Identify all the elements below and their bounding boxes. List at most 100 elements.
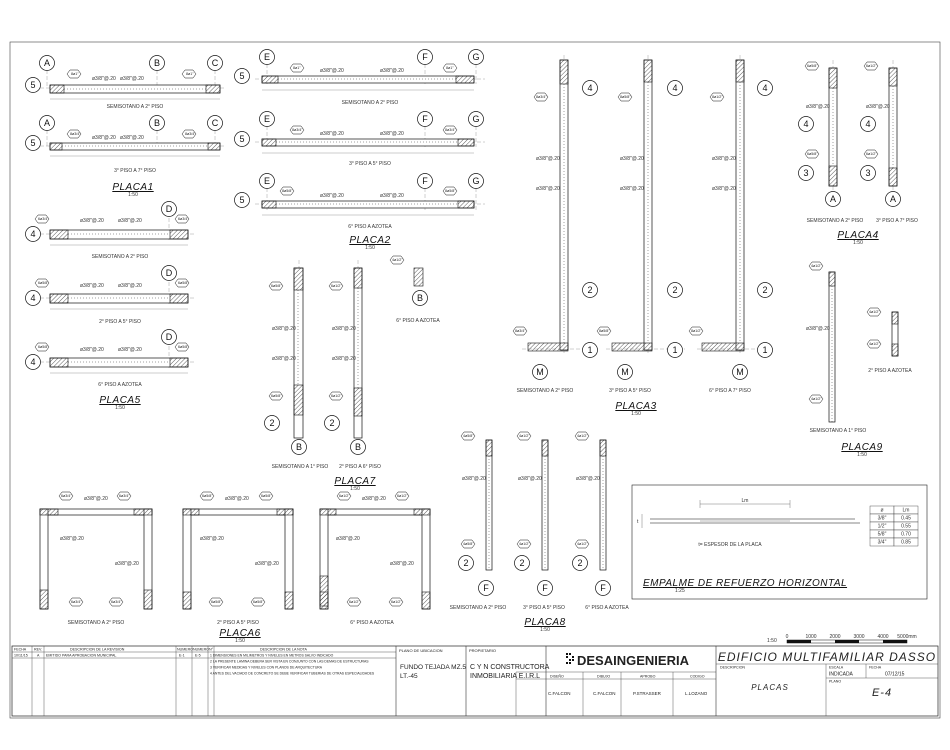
svg-text:6ø1/2": 6ø1/2" xyxy=(866,64,877,68)
svg-text:ø3/8"@.20: ø3/8"@.20 xyxy=(320,193,344,199)
svg-text:ø3/8"@.20: ø3/8"@.20 xyxy=(462,476,486,482)
placa1-view2-caption: 3° PISO A 7° PISO xyxy=(114,168,156,174)
placa7-view3-caption: 6° PISO A AZOTEA xyxy=(396,318,440,324)
placa5-view2: 6ø5/8" 6ø5/8" ø3/8"@.20 ø3/8"@.20 4 D 2°… xyxy=(25,265,195,325)
svg-text:4: 4 xyxy=(587,83,592,93)
placa1: 8ø1" 8ø1" ø3/8"@.20 ø3/8"@.20 5 A B C SE… xyxy=(25,55,225,198)
svg-text:6ø5/8": 6ø5/8" xyxy=(178,281,189,285)
svg-text:4: 4 xyxy=(30,357,35,367)
placa2-title: PLACA2 xyxy=(349,235,390,246)
project-desc: PLACAS xyxy=(751,683,789,692)
placa4: 6ø5/8" 6ø5/8" ø3/8"@.20 4 3 A SEMISOTANO… xyxy=(798,60,918,246)
splice-table-cell: 0.55 xyxy=(901,524,911,530)
svg-text:6ø5/8": 6ø5/8" xyxy=(202,494,213,498)
svg-text:6ø3/4": 6ø3/4" xyxy=(178,217,189,221)
placa3-view3-caption: 6° PISO A 7° PISO xyxy=(709,388,751,394)
svg-text:4ø1/2": 4ø1/2" xyxy=(392,258,403,262)
svg-text:8ø1": 8ø1" xyxy=(186,72,194,76)
svg-text:ø3/8"@.20: ø3/8"@.20 xyxy=(518,476,542,482)
svg-text:6ø1/2": 6ø1/2" xyxy=(349,600,360,604)
svg-text:D: D xyxy=(166,332,173,342)
placa8: 4ø5/8" 4ø5/8" ø3/8"@.20 2 F SEMISOTANO A… xyxy=(450,431,629,633)
svg-text:4ø5/8": 4ø5/8" xyxy=(463,434,474,438)
placa5-view3-caption: 6° PISO A AZOTEA xyxy=(98,382,142,388)
svg-text:B: B xyxy=(296,442,302,452)
svg-text:ø3/8"@.20: ø3/8"@.20 xyxy=(92,76,116,82)
svg-text:ø3/8"@.20: ø3/8"@.20 xyxy=(576,476,600,482)
placa4-scale: 1:50 xyxy=(853,240,863,246)
svg-text:ø3/8"@.20: ø3/8"@.20 xyxy=(120,76,144,82)
svg-text:A: A xyxy=(830,194,836,204)
splice-table-cell: ø xyxy=(880,508,883,514)
svg-text:8ø3/4": 8ø3/4" xyxy=(292,128,303,132)
placa4-view1: 6ø5/8" 6ø5/8" ø3/8"@.20 4 3 A SEMISOTANO… xyxy=(798,60,863,224)
placa6-view3: 6ø1/2" 6ø1/2" 6ø1/2" 6ø1/2" ø3/8"@.20 ø3… xyxy=(319,491,431,626)
owner-line2: INMOBILIARIA E.I.R.L xyxy=(470,673,540,680)
svg-text:ø3/8"@.20: ø3/8"@.20 xyxy=(200,536,224,542)
svg-text:B: B xyxy=(154,58,160,68)
svg-text:F: F xyxy=(542,583,548,593)
svg-text:C: C xyxy=(212,58,219,68)
svg-text:ø3/8"@.20: ø3/8"@.20 xyxy=(120,135,144,141)
svg-text:4: 4 xyxy=(865,119,870,129)
svg-text:ø3/8"@.20: ø3/8"@.20 xyxy=(320,131,344,137)
svg-text:4ø1/2": 4ø1/2" xyxy=(519,542,530,546)
placa8-view3: 4ø1/2" 4ø1/2" ø3/8"@.20 2 F 6° PISO A AZ… xyxy=(572,431,629,611)
svg-text:F: F xyxy=(422,176,428,186)
placa1-view1-caption: SEMISOTANO A 2° PISO xyxy=(107,104,164,110)
svg-text:D: D xyxy=(166,204,173,214)
svg-text:2: 2 xyxy=(577,558,582,568)
svg-text:F: F xyxy=(422,52,428,62)
placa3-view3: 8ø1/2" 8ø1/2" ø3/8"@.20 ø3/8"@.20 4 2 1 … xyxy=(688,55,775,394)
placa2-view3: 8ø5/8" 8ø5/8" ø3/8"@.20 ø3/8"@.20 5 E F … xyxy=(234,173,485,230)
svg-text:ø3/8"@.20: ø3/8"@.20 xyxy=(712,156,736,162)
firm-name-design: C.FALCON xyxy=(548,691,571,696)
placa8-title: PLACA8 xyxy=(524,617,565,628)
title-block: FECHA REV. DESCRIPCION DE LA REVISION NU… xyxy=(11,645,939,717)
placa7-view1-caption: SEMISOTANO A 1° PISO xyxy=(272,464,329,470)
svg-text:8ø3/4": 8ø3/4" xyxy=(70,132,81,136)
placa2: 8ø1" 8ø1" ø3/8"@.20 ø3/8"@.20 5 E F G SE… xyxy=(234,49,485,251)
svg-text:6ø5/8": 6ø5/8" xyxy=(253,600,264,604)
placa6-view1: 6ø3/4" 6ø3/4" 6ø3/4" 6ø3/4" ø3/8"@.20 ø3… xyxy=(39,491,153,626)
svg-text:8ø3/4": 8ø3/4" xyxy=(185,132,196,136)
svg-text:ø3/8"@.20: ø3/8"@.20 xyxy=(84,496,108,502)
svg-text:ø3/8"@.20: ø3/8"@.20 xyxy=(272,356,296,362)
svg-text:G: G xyxy=(472,52,479,62)
svg-text:ø3/8"@.20: ø3/8"@.20 xyxy=(536,156,560,162)
rev-h-date: FECHA xyxy=(14,648,27,652)
rev-note-3: 3 VERIFICAR MEDIDAS Y NIVELES CON PLANOS… xyxy=(210,666,323,670)
svg-text:ø3/8"@.20: ø3/8"@.20 xyxy=(60,536,84,542)
scale-bar-tick: 1000 xyxy=(805,634,816,640)
placa3-view1: 8ø3/4" 8ø3/4" ø3/8"@.20 ø3/8"@.20 4 2 1 … xyxy=(512,55,600,394)
svg-text:5: 5 xyxy=(30,80,35,90)
svg-text:6ø3/4": 6ø3/4" xyxy=(119,494,130,498)
svg-text:4ø1/2": 4ø1/2" xyxy=(869,310,880,314)
svg-text:8ø1": 8ø1" xyxy=(71,72,79,76)
svg-text:D: D xyxy=(166,268,173,278)
svg-text:A: A xyxy=(890,194,896,204)
svg-text:8ø3/4": 8ø3/4" xyxy=(445,128,456,132)
svg-text:ø3/8"@.20: ø3/8"@.20 xyxy=(380,68,404,74)
rev-note-1: 1 DIMENSIONES EN MILIMETROS Y NIVELES EN… xyxy=(210,654,334,658)
svg-text:6ø3/4": 6ø3/4" xyxy=(71,600,82,604)
svg-text:4ø1/2": 4ø1/2" xyxy=(869,342,880,346)
firm-name-approve: P.STRASSER xyxy=(633,691,662,696)
svg-text:4ø5/8": 4ø5/8" xyxy=(463,542,474,546)
rev-h-desc: DESCRIPCION DE LA REVISION xyxy=(70,648,125,652)
project-scale-label: ESCALA xyxy=(829,666,844,670)
splice-table-cell: 3/8" xyxy=(878,516,887,522)
placa4-view2-caption: 3° PISO A 7° PISO xyxy=(876,218,918,224)
svg-text:5: 5 xyxy=(239,71,244,81)
project-desc-label: DESCRIPCION xyxy=(720,666,745,670)
svg-text:ø3/8"@.20: ø3/8"@.20 xyxy=(332,326,356,332)
rev-note-4: 4 ANTES DEL VACIADO DE CONCRETO SE DEBE … xyxy=(210,672,375,676)
svg-text:8ø1": 8ø1" xyxy=(446,66,454,70)
svg-text:8ø3/4": 8ø3/4" xyxy=(515,329,526,333)
svg-text:2: 2 xyxy=(762,285,767,295)
svg-text:Lm: Lm xyxy=(742,498,749,504)
svg-text:ø3/8"@.20: ø3/8"@.20 xyxy=(320,68,344,74)
placa6-view2-caption: 2° PISO A 5° PISO xyxy=(217,620,259,626)
